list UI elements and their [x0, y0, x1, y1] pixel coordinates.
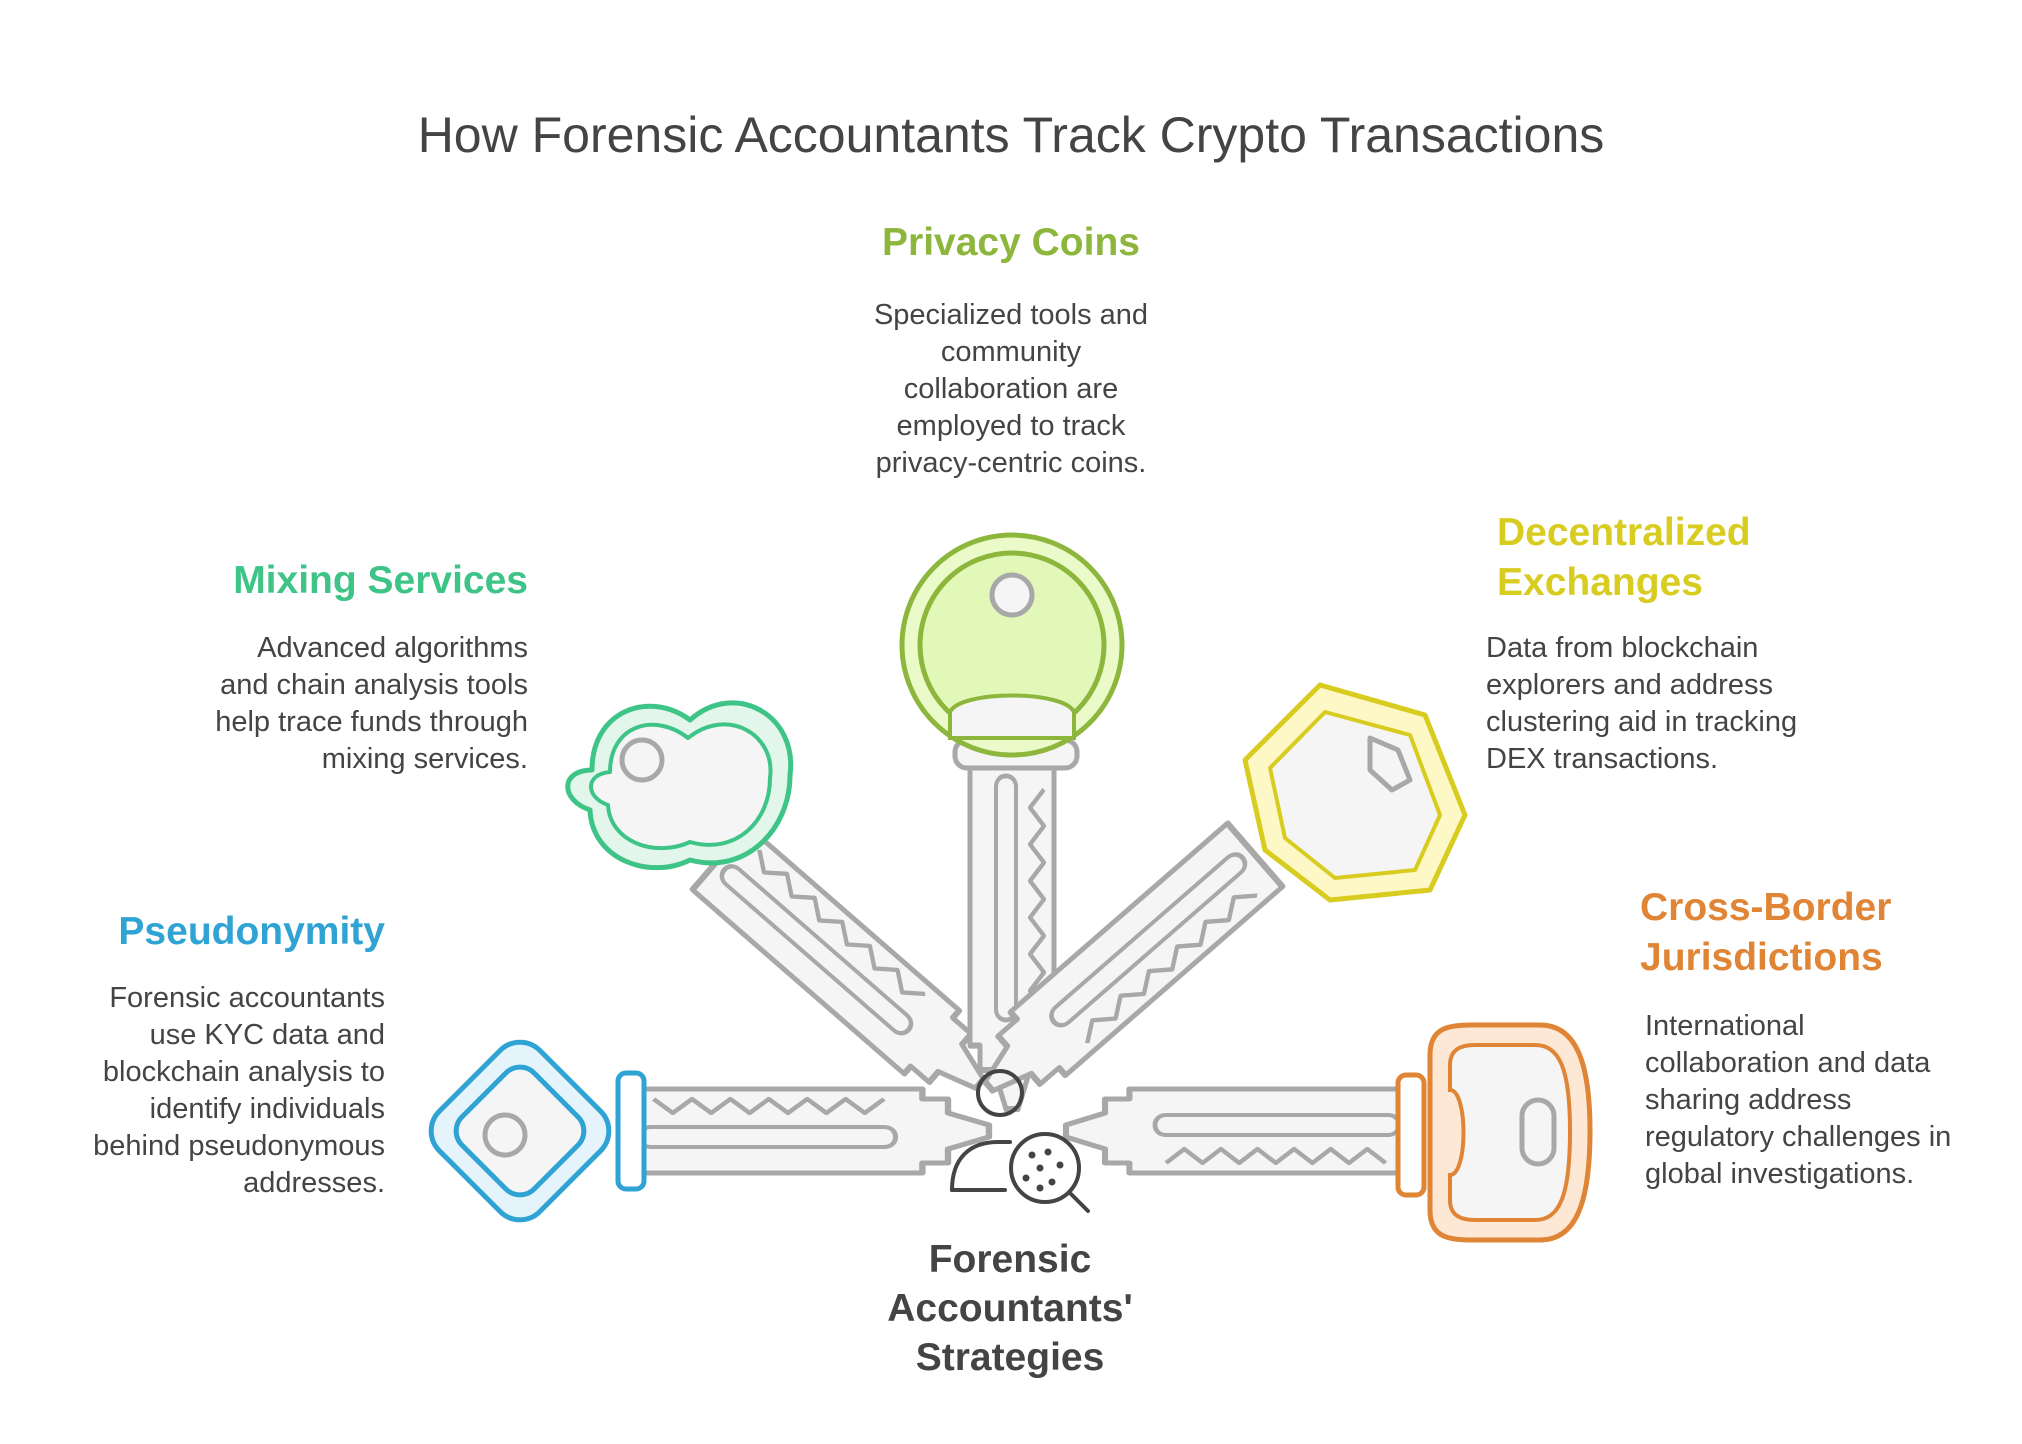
pseudonymity-desc-line: blockchain analysis to — [102, 1056, 385, 1088]
decentralized-exchanges-description: Data from blockchain explorers and addre… — [1486, 630, 1886, 778]
mixing-services-title: Mixing Services — [180, 556, 528, 606]
mixing-desc-line: mixing services. — [321, 743, 528, 775]
dex-desc-line: clustering aid in tracking — [1486, 706, 1798, 738]
privacy-desc-line: employed to track — [896, 410, 1126, 442]
crossborder-desc-line: global investigations. — [1645, 1158, 1915, 1190]
crossborder-desc-line: regulatory challenges in — [1645, 1121, 1952, 1153]
center-label-line: Strategies — [915, 1336, 1105, 1379]
cross-border-description: International collaboration and data sha… — [1645, 1008, 2010, 1193]
pseudonymity-desc-line: addresses. — [243, 1167, 385, 1199]
pseudonymity-desc-line: behind pseudonymous — [93, 1130, 385, 1162]
pseudonymity-desc-line: identify individuals — [149, 1093, 385, 1125]
privacy-desc-line: collaboration are — [903, 373, 1119, 405]
crossborder-desc-line: International — [1645, 1010, 1805, 1042]
pseudonymity-title-line: Pseudonymity — [118, 910, 385, 953]
privacy-desc-line: privacy-centric coins. — [875, 447, 1147, 479]
mixing-desc-line: and chain analysis tools — [220, 669, 528, 701]
center-label-line: Forensic — [928, 1238, 1092, 1281]
dex-desc-line: explorers and address — [1486, 669, 1773, 701]
pseudonymity-key — [428, 1039, 989, 1223]
dex-desc-line: Data from blockchain — [1486, 632, 1759, 664]
mixing-services-key — [565, 700, 1007, 1116]
cross-border-jurisdictions-key — [1066, 1022, 1593, 1243]
pseudonymity-title: Pseudonymity — [60, 907, 385, 957]
pseudonymity-desc-line: Forensic accountants — [109, 982, 385, 1014]
crossborder-desc-line: collaboration and data — [1645, 1047, 1931, 1079]
cross-border-title: Cross-Border Jurisdictions — [1640, 883, 2000, 983]
cross-border-title-line: Cross-Border — [1640, 886, 1892, 929]
pseudonymity-desc-line: use KYC data and — [149, 1019, 385, 1051]
dex-title-line: Exchanges — [1497, 561, 1703, 604]
center-label-line: Accountants' — [887, 1287, 1133, 1330]
pseudonymity-description: Forensic accountants use KYC data and bl… — [40, 980, 385, 1202]
page-title: How Forensic Accountants Track Crypto Tr… — [417, 107, 1605, 163]
person-search-icon — [950, 1069, 1090, 1213]
dex-desc-line: DEX transactions. — [1486, 743, 1719, 775]
mixing-services-description: Advanced algorithms and chain analysis t… — [160, 630, 528, 778]
privacy-desc-line: community — [940, 336, 1082, 368]
privacy-coins-description: Specialized tools and community collabor… — [836, 297, 1186, 482]
cross-border-title-line: Jurisdictions — [1640, 936, 1883, 979]
center-label: Forensic Accountants' Strategies — [820, 1235, 1200, 1382]
decentralized-exchanges-title: Decentralized Exchanges — [1497, 508, 1897, 608]
privacy-desc-line: Specialized tools and — [873, 299, 1149, 331]
decentralized-exchanges-key — [961, 682, 1468, 1118]
mixing-desc-line: Advanced algorithms — [257, 632, 528, 664]
privacy-coins-key — [899, 532, 1125, 1109]
mixing-desc-line: help trace funds through — [215, 706, 528, 738]
mixing-services-title-line: Mixing Services — [233, 559, 528, 602]
crossborder-desc-line: sharing address — [1645, 1084, 1852, 1116]
privacy-coins-title: Privacy Coins — [811, 218, 1211, 268]
dex-title-line: Decentralized — [1497, 511, 1751, 554]
privacy-coins-title-line: Privacy Coins — [882, 221, 1140, 264]
